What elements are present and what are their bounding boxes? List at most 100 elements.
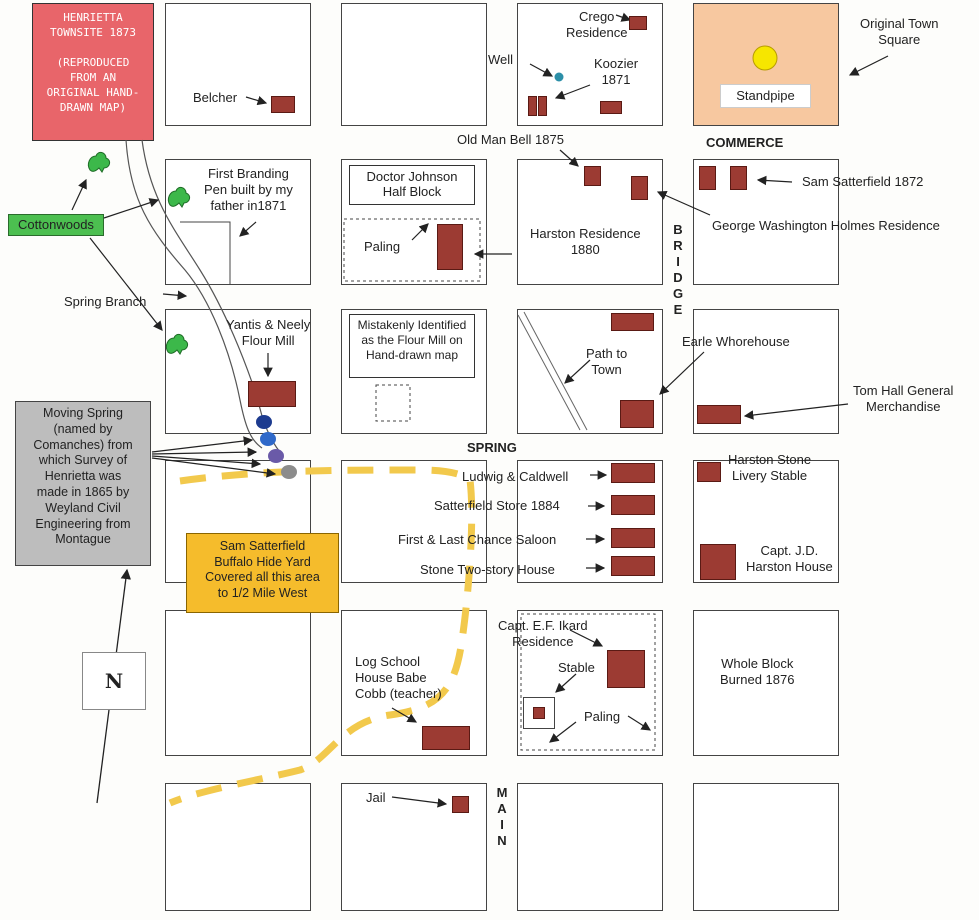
buffalo-hide-box: Sam Satterfield Buffalo Hide Yard Covere… — [186, 533, 339, 613]
label-harston-residence: Harston Residence 1880 — [530, 226, 641, 257]
building-earle — [620, 400, 654, 428]
arrow-koozier — [554, 84, 591, 100]
spring-branch-creek — [125, 139, 263, 449]
arrow-cottonwoods-1 — [71, 178, 87, 211]
branding-pen-outline — [180, 221, 231, 284]
arrow-paling-1 — [411, 223, 429, 241]
arrow-crego — [615, 12, 632, 22]
block-r4-c2 — [341, 460, 487, 583]
label-capt-jd: Capt. J.D. Harston House — [746, 543, 833, 574]
building-belcher — [271, 96, 295, 113]
cottonwoods-box: Cottonwoods — [8, 214, 104, 236]
title-box: HENRIETTA TOWNSITE 1873 (REPRODUCED FROM… — [32, 3, 154, 141]
building-koozier-3 — [600, 101, 622, 114]
label-koozier: Koozier 1871 — [594, 56, 639, 87]
arrow-branding-pen — [239, 221, 257, 237]
building-harston-residence — [437, 224, 463, 270]
spring-pool-1 — [256, 415, 272, 429]
label-yantis-neely: Yantis & Neely Flour Mill — [226, 317, 311, 348]
title-line-1: HENRIETTA — [63, 11, 123, 24]
arrow-cottonwoods-2 — [103, 198, 160, 219]
doctor-johnson-box: Doctor Johnson Half Block — [349, 165, 475, 205]
block-r1-c1 — [165, 3, 311, 126]
building-crego — [629, 16, 647, 30]
standpipe-label: Standpipe — [736, 88, 795, 103]
block-r5-c1 — [165, 610, 311, 756]
title-line-6: ORIGINAL HAND- — [46, 86, 140, 99]
arrow-paling-2b — [627, 715, 652, 731]
standpipe-label-box: Standpipe — [720, 84, 811, 108]
label-whole-block: Whole Block Burned 1876 — [720, 656, 795, 687]
arrow-spring-branch — [162, 290, 188, 301]
cottonwood-tree-icon — [164, 332, 190, 356]
label-belcher: Belcher — [193, 90, 238, 105]
block-r6-c1 — [165, 783, 311, 911]
label-satterfield-store: Satterfield Store 1884 — [434, 498, 560, 513]
building-sam-satterfield-2 — [730, 166, 747, 190]
arrow-tom-hall — [743, 403, 849, 420]
spring-pool-4 — [281, 465, 297, 479]
path-to-town-line — [517, 314, 581, 431]
title-line-4: (REPRODUCED — [56, 56, 130, 69]
block-r6-c3 — [517, 783, 663, 911]
north-box: N — [82, 652, 146, 710]
building-stone-house — [611, 556, 655, 576]
label-first-last: First & Last Chance Saloon — [398, 532, 557, 547]
arrow-spring-1 — [151, 436, 254, 453]
label-first-branding: First Branding Pen built by my father in… — [204, 166, 293, 213]
building-log-school — [422, 726, 470, 750]
label-jail: Jail — [366, 790, 386, 805]
label-harston-stone: Harston Stone Livery Stable — [728, 452, 812, 483]
label-old-man-bell: Old Man Bell 1875 — [457, 132, 564, 147]
arrow-original-square — [848, 55, 889, 76]
well-icon — [554, 72, 564, 82]
paling-fence-2 — [520, 613, 656, 751]
block-r6-c4 — [693, 783, 839, 911]
label-sam-satterfield-1872: Sam Satterfield 1872 — [802, 174, 924, 189]
arrow-paling-2a — [549, 721, 577, 743]
building-path-to-town — [611, 313, 654, 331]
street-spring: SPRING — [467, 440, 517, 455]
label-path-to-town: Path to Town — [586, 346, 628, 377]
label-stone-house: Stone Two-story House — [420, 562, 555, 577]
moving-spring-box: Moving Spring (named by Comanches) from … — [15, 401, 151, 566]
building-satterfield-store — [611, 495, 655, 515]
label-crego: Crego Residence — [566, 9, 628, 40]
arrow-cottonwoods-3 — [89, 237, 163, 331]
building-old-man-bell — [584, 166, 601, 186]
mistaken-box: Mistakenly Identified as the Flour Mill … — [349, 314, 475, 378]
title-line-7: DRAWN MAP) — [59, 101, 127, 114]
street-commerce: COMMERCE — [706, 135, 784, 150]
label-well: Well — [488, 52, 514, 67]
label-earle: Earle Whorehouse — [682, 334, 790, 349]
label-holmes: George Washington Holmes Residence — [712, 218, 940, 233]
buffalo-hide-label: Sam Satterfield Buffalo Hide Yard Covere… — [205, 539, 320, 600]
cottonwood-tree-icon — [86, 150, 112, 174]
label-capt-ef: Capt. E.F. Ikard Residence — [498, 618, 588, 649]
arrow-old-man-bell — [559, 149, 579, 167]
buffalo-hide-boundary — [168, 466, 476, 807]
label-paling-2: Paling — [584, 709, 621, 724]
block-r3-c1 — [165, 309, 311, 434]
block-r1-c2 — [341, 3, 487, 126]
building-koozier-2 — [538, 96, 547, 116]
building-sam-satterfield-1 — [699, 166, 716, 190]
arrow-log-school — [391, 707, 418, 723]
building-tom-hall — [697, 405, 741, 424]
arrow-spring-3 — [151, 455, 262, 469]
building-koozier-1 — [528, 96, 537, 116]
arrow-earle — [659, 351, 705, 395]
arrow-sam-satterfield-1872 — [756, 175, 793, 186]
arrow-belcher — [245, 95, 268, 106]
building-ludwig — [611, 463, 655, 483]
arrow-well — [529, 63, 554, 77]
title-line-2: TOWNSITE 1873 — [49, 26, 137, 39]
doctor-johnson-label: Doctor Johnson Half Block — [366, 169, 458, 199]
arrow-jail — [391, 796, 448, 808]
moving-spring-label: Moving Spring (named by Comanches) from … — [33, 406, 133, 547]
label-ludwig: Ludwig & Caldwell — [462, 469, 569, 484]
